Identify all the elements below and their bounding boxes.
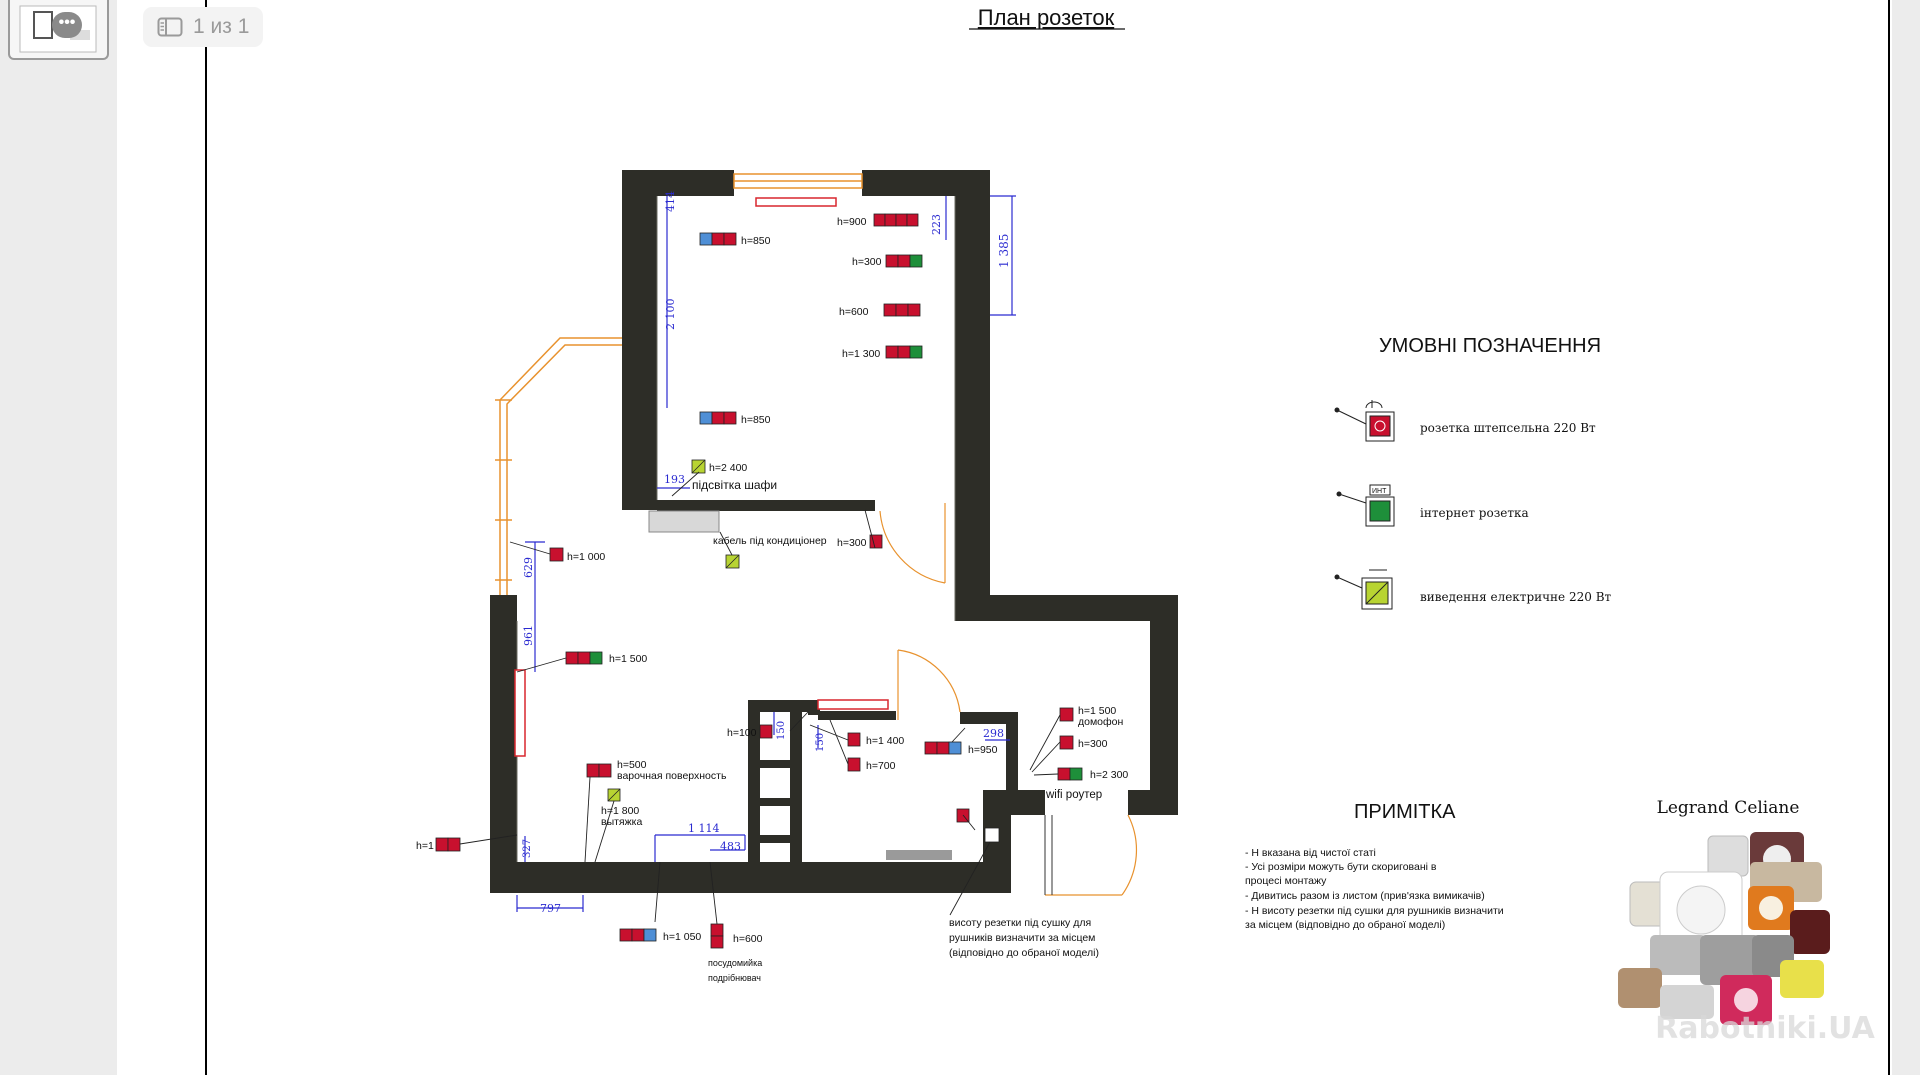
- dimension-lines: [516, 195, 1016, 912]
- svg-text:223: 223: [930, 214, 943, 235]
- svg-text:629: 629: [522, 557, 535, 578]
- svg-text:h=1: h=1: [416, 840, 434, 852]
- svg-text:h=700: h=700: [866, 760, 896, 772]
- svg-text:- Н висоту резетки під сушки д: - Н висоту резетки під сушки для рушникі…: [1245, 905, 1504, 917]
- svg-text:інтернет розетка: інтернет розетка: [1420, 506, 1529, 520]
- windows: [495, 173, 863, 595]
- svg-text:- Усі розміри можуть бути скор: - Усі розміри можуть бути скориговані в: [1245, 861, 1437, 873]
- legend-item-internet: ИНТ інтернет розетка: [1336, 484, 1529, 527]
- svg-text:2 100: 2 100: [664, 299, 677, 331]
- svg-text:(відповідно до обраної моделі): (відповідно до обраної моделі): [949, 947, 1099, 959]
- svg-text:h=1 500: h=1 500: [609, 653, 647, 665]
- svg-text:h=300: h=300: [837, 537, 867, 549]
- svg-text:h=1 300: h=1 300: [842, 348, 880, 360]
- legend-item-socket: розетка штепсельна 220 Вт: [1334, 400, 1596, 442]
- svg-text:150: 150: [776, 721, 787, 740]
- svg-text:193: 193: [664, 473, 685, 486]
- svg-text:h=300: h=300: [1078, 738, 1108, 750]
- svg-text:рушників визначити за місцем: рушників визначити за місцем: [949, 932, 1095, 944]
- socket-icon: [1334, 400, 1395, 442]
- svg-text:за місцем (відповідно до обран: за місцем (відповідно до обраної моделі): [1245, 919, 1445, 931]
- svg-text:процесі монтажу: процесі монтажу: [1245, 875, 1327, 887]
- svg-text:h=1 050: h=1 050: [663, 931, 701, 943]
- svg-text:h=2 400: h=2 400: [709, 462, 747, 474]
- svg-text:h=1 400: h=1 400: [866, 735, 904, 747]
- note-block: ПРИМІТКА - Н вказана від чистої статі - …: [1245, 801, 1504, 931]
- page-count: 1 из 1: [193, 15, 250, 38]
- svg-text:варочная поверхность: варочная поверхность: [617, 770, 727, 782]
- svg-text:h=850: h=850: [741, 414, 771, 426]
- svg-text:h=1 800: h=1 800: [601, 805, 639, 817]
- svg-text:298: 298: [983, 727, 1004, 740]
- legend-title: УМОВНІ ПОЗНАЧЕННЯ: [1379, 335, 1601, 357]
- svg-text:вытяжка: вытяжка: [601, 816, 642, 828]
- svg-text:797: 797: [540, 902, 561, 915]
- svg-text:подрібнювач: подрібнювач: [708, 973, 761, 983]
- svg-text:150: 150: [815, 733, 826, 752]
- legend-item-electric-outlet: виведення електричне 220 Вт: [1334, 569, 1612, 610]
- page-indicator[interactable]: 1 из 1: [143, 7, 264, 47]
- countertop: [648, 510, 720, 533]
- svg-text:h=600: h=600: [839, 306, 869, 318]
- svg-text:h=500: h=500: [617, 759, 647, 771]
- svg-text:414: 414: [664, 191, 677, 212]
- svg-text:h=900: h=900: [837, 216, 867, 228]
- internet-socket-icon: ИНТ: [1336, 484, 1395, 527]
- svg-text:h=100: h=100: [727, 727, 757, 739]
- legend: УМОВНІ ПОЗНАЧЕННЯ розетка штепсельна 220…: [1334, 335, 1612, 610]
- svg-text:висоту резетки під сушку для: висоту резетки під сушку для: [949, 917, 1091, 929]
- svg-text:483: 483: [720, 840, 741, 853]
- page-thumbnail[interactable]: •••: [8, 0, 109, 60]
- svg-text:h=600: h=600: [733, 933, 763, 945]
- svg-text:1 114: 1 114: [688, 822, 720, 835]
- svg-text:розетка штепсельна 220 Вт: розетка штепсельна 220 Вт: [1420, 421, 1596, 435]
- svg-text:h=2 300: h=2 300: [1090, 769, 1128, 781]
- ellipsis-icon[interactable]: •••: [52, 12, 82, 38]
- svg-text:посудомийка: посудомийка: [708, 958, 762, 968]
- svg-text:ИНТ: ИНТ: [1372, 488, 1387, 495]
- svg-text:підсвітка шафи: підсвітка шафи: [692, 478, 777, 492]
- socket-labels: h=850 h=900 h=300 h=600 h=1 300 h=850 h=…: [416, 216, 1128, 983]
- svg-text:h=1 500: h=1 500: [1078, 705, 1116, 717]
- product-collage: [1618, 832, 1830, 1025]
- svg-text:1 385: 1 385: [997, 234, 1011, 268]
- svg-text:327: 327: [522, 839, 533, 858]
- document-page: [117, 0, 1920, 1075]
- dimension-texts: 414 2 100 223 1 385 193 629 961 150 150 …: [522, 191, 1011, 915]
- svg-text:домофон: домофон: [1078, 716, 1124, 728]
- viewer-margin: [1892, 0, 1920, 1075]
- svg-text:виведення електричне 220 Вт: виведення електричне 220 Вт: [1420, 590, 1612, 604]
- svg-text:h=1 000: h=1 000: [567, 551, 605, 563]
- svg-text:кабель під кондиціонер: кабель під кондиціонер: [713, 535, 827, 547]
- drawing-sheet: [205, 0, 1890, 1075]
- svg-text:h=950: h=950: [968, 744, 998, 756]
- sidebar-toggle-icon[interactable]: [157, 17, 183, 37]
- thumbnail-sidebar: •••: [0, 0, 118, 1075]
- brand-name: Legrand Celiane: [1657, 798, 1800, 818]
- leader-lines: [459, 471, 1061, 925]
- svg-text:961: 961: [522, 625, 535, 646]
- radiators: [514, 197, 889, 757]
- svg-text:- Дивитись разом із листом (пр: - Дивитись разом із листом (прив'язка ви…: [1245, 890, 1485, 902]
- svg-text:h=850: h=850: [741, 235, 771, 247]
- svg-text:wifi роутер: wifi роутер: [1045, 789, 1102, 801]
- drawing-title: План розеток: [978, 5, 1115, 30]
- watermark: Rabotniki.UA: [1655, 1011, 1875, 1046]
- walls: [490, 170, 1178, 893]
- note-title: ПРИМІТКА: [1354, 801, 1456, 823]
- doors: [879, 503, 1138, 896]
- svg-text:- Н вказана від чистої статі: - Н вказана від чистої статі: [1245, 847, 1376, 859]
- electric-outlet-icon: [1334, 569, 1393, 610]
- svg-text:h=300: h=300: [852, 256, 882, 268]
